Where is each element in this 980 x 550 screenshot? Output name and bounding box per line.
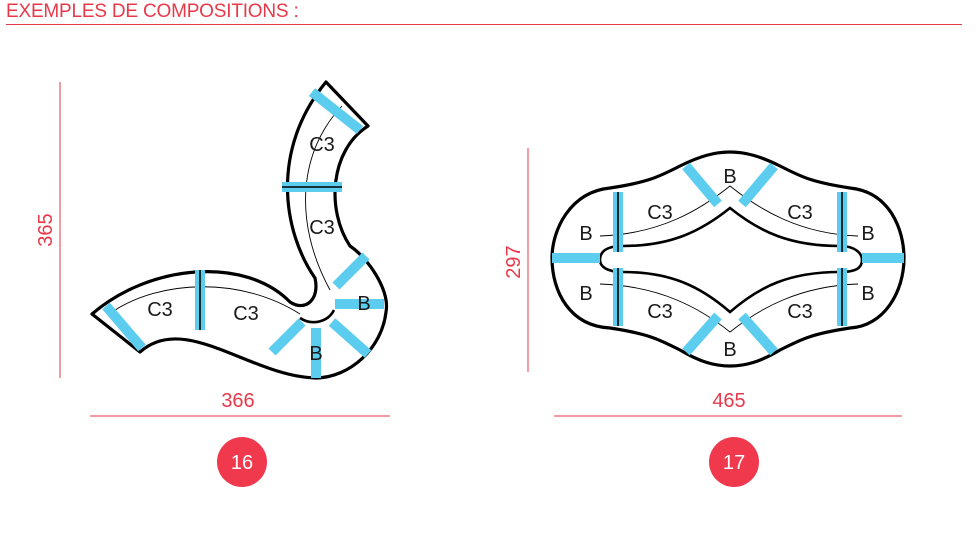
module-label: C3 [647, 301, 673, 323]
height-dimension-label: 365 [35, 213, 57, 246]
module-label: B [357, 293, 370, 315]
module-label: B [579, 283, 592, 305]
height-dimension-label: 297 [503, 245, 525, 278]
inner-curve-16 [299, 309, 336, 324]
sofa-outline-16 [90, 80, 389, 380]
composition-17: 297 465 B C3 C3 B B B [503, 148, 906, 487]
module-label: B [723, 339, 736, 361]
composition-16: 365 366 C3 C3 C3 C3 B B [35, 80, 390, 487]
composition-number: 17 [723, 452, 745, 474]
module-label: B [861, 223, 874, 245]
module-label: C3 [147, 299, 173, 321]
module-label: C3 [309, 217, 335, 239]
module-label: C3 [787, 301, 813, 323]
page-header: EXEMPLES DE COMPOSITIONS : [6, 0, 962, 25]
composition-number-badge: 16 [217, 437, 267, 487]
composition-number-badge: 17 [709, 437, 759, 487]
module-label: B [861, 283, 874, 305]
composition-number: 16 [231, 452, 253, 474]
width-dimension-label: 465 [712, 390, 745, 412]
module-label: B [579, 223, 592, 245]
page-title: EXEMPLES DE COMPOSITIONS : [6, 1, 299, 22]
backrest-line-17 [599, 185, 859, 333]
seams-16 [102, 88, 384, 378]
module-label: C3 [647, 202, 673, 224]
module-label: C3 [309, 134, 335, 156]
module-label: C3 [787, 202, 813, 224]
module-label: B [723, 166, 736, 188]
module-label: C3 [233, 303, 259, 325]
seams-17 [552, 162, 904, 356]
width-dimension-label: 366 [221, 390, 254, 412]
module-label: B [309, 343, 322, 365]
